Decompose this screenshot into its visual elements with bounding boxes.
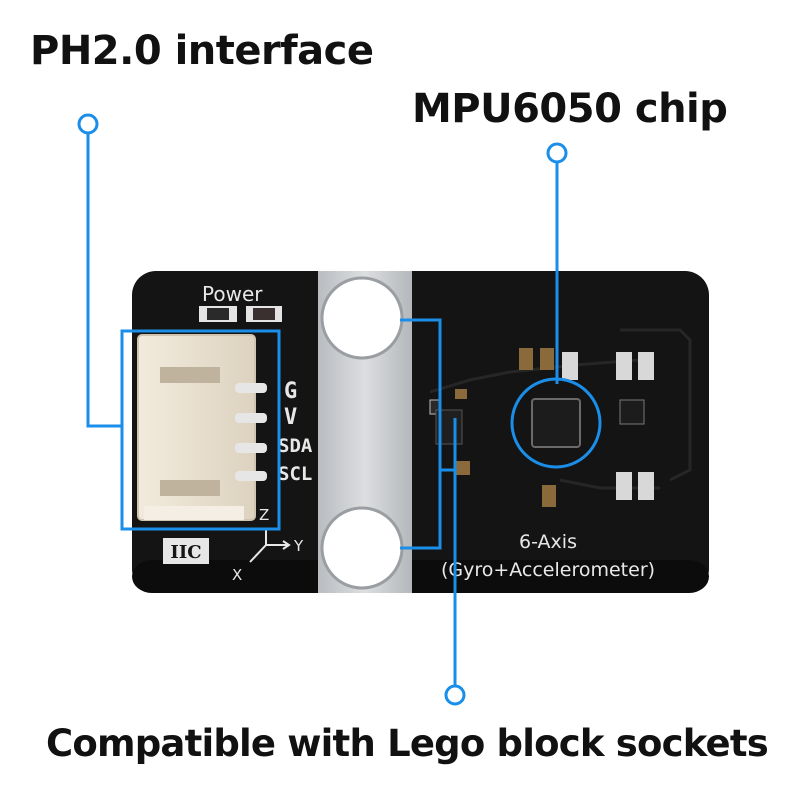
power-silkscreen: Power (202, 282, 263, 306)
axis-indicator (249, 528, 291, 563)
resistor (616, 352, 632, 380)
pin-label-v: V (284, 405, 297, 430)
mpu6050-chip-label: MPU6050 chip (412, 86, 728, 132)
ph-connector-slot-top (160, 367, 220, 383)
resistor (519, 348, 533, 370)
board-title-line2: (Gyro+Accelerometer) (441, 559, 655, 581)
resistor (540, 348, 554, 370)
mount-hole-top (320, 276, 404, 360)
pcb-board (132, 271, 709, 593)
resistor (638, 472, 654, 500)
pin-pad (235, 471, 267, 481)
power-led-body (253, 308, 275, 320)
callout-lego (400, 318, 466, 706)
ph-connector-foot (144, 506, 244, 520)
iic-text: IIC (170, 542, 201, 563)
pin-label-scl: SCL (278, 463, 312, 485)
capacitor (456, 461, 470, 475)
resistor (638, 352, 654, 380)
board-title-line1: 6-Axis (519, 531, 577, 553)
resistor (542, 485, 556, 507)
axis-x-label: X (232, 566, 242, 584)
mount-hole-bottom (320, 506, 404, 590)
pin-pad (235, 443, 267, 453)
pin-label-sda: SDA (278, 435, 313, 457)
axis-z-label: Z (259, 506, 269, 524)
transistor (619, 399, 645, 425)
axis-y-label: Y (293, 537, 304, 555)
power-resistor-body (207, 308, 229, 320)
ph2-interface-label: PH2.0 interface (30, 28, 374, 74)
callout-ph-interface (77, 113, 281, 531)
resistor (562, 352, 578, 380)
pin-label-g: G (284, 379, 297, 404)
pin-pad (235, 413, 267, 423)
mpu6050-chip (531, 398, 581, 448)
iic-badge (163, 538, 209, 564)
lego-compatible-label: Compatible with Lego block sockets (46, 722, 769, 765)
pin-pad (235, 383, 267, 393)
capacitor (455, 389, 467, 399)
pcb-shade (132, 560, 709, 593)
callout-mpu-chip (510, 142, 602, 469)
ph-connector-slot-bottom (160, 480, 220, 496)
resistor (616, 472, 632, 500)
